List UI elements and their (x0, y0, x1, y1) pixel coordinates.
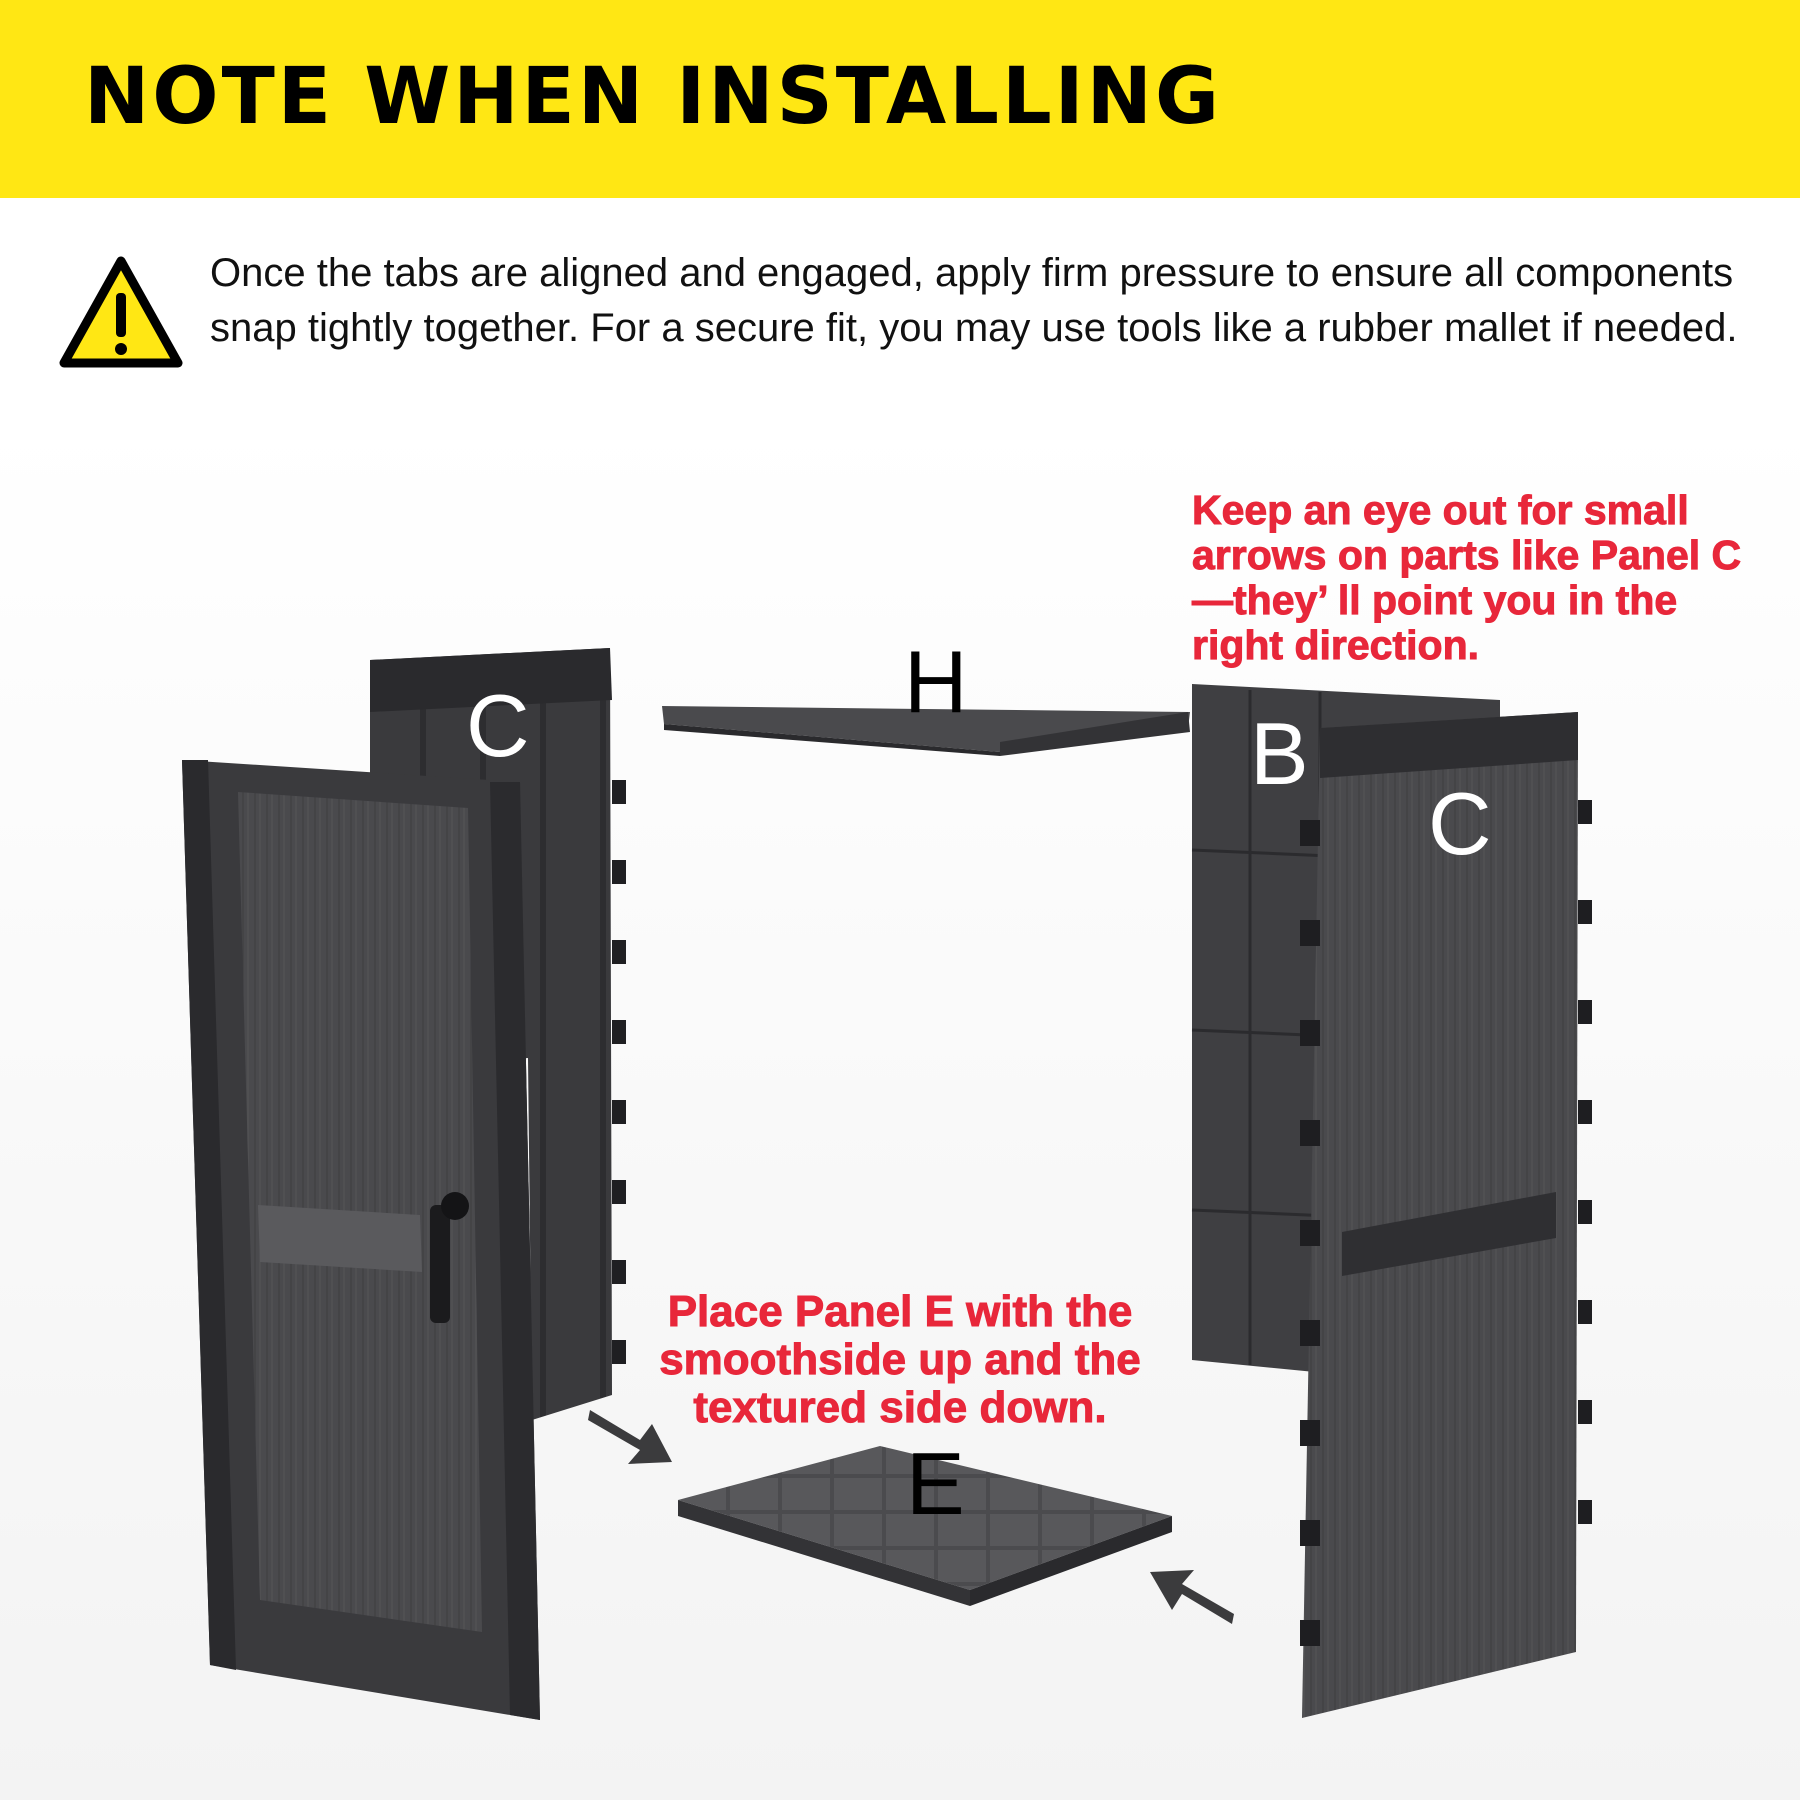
arrow-icon (588, 1410, 1234, 1624)
panel-e-tip-callout: Place Panel E with the smoothside up and… (659, 1287, 1142, 1432)
floor-panel-e (678, 1446, 1172, 1606)
arrows-tip-callout: Keep an eye out for small arrows on part… (1192, 487, 1742, 668)
panel-label-c-left: C (466, 676, 530, 775)
panel-label-b: B (1250, 704, 1309, 803)
panel-label-h: H (904, 632, 968, 731)
warning-triangle-icon (59, 256, 183, 368)
roof-panel-h (662, 706, 1190, 756)
installation-note: Once the tabs are aligned and engaged, a… (210, 251, 1738, 350)
shed-assembly-illustration (0, 420, 1800, 1800)
header-banner: NOTE WHEN INSTALLING (0, 0, 1800, 198)
page-title: NOTE WHEN INSTALLING (84, 52, 1222, 142)
panel-label-e: E (906, 1434, 965, 1533)
panel-label-c-right: C (1428, 774, 1492, 873)
door-panel (182, 760, 540, 1720)
right-side-panel-c (1300, 712, 1592, 1718)
